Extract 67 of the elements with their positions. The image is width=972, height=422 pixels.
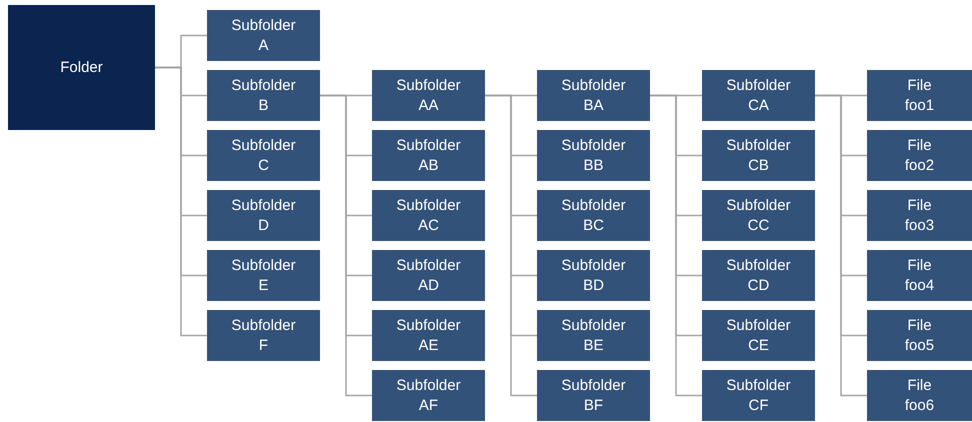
folder-box	[372, 250, 485, 301]
node-label: Subfolder BE	[561, 316, 626, 356]
node-label: Subfolder C	[231, 136, 296, 176]
node-label: Subfolder E	[231, 256, 296, 296]
node-label: Subfolder BC	[561, 196, 626, 236]
connector-line	[650, 94, 702, 396]
node-label: Folder	[60, 58, 103, 78]
folder-box	[702, 190, 815, 241]
node-label: Subfolder AD	[396, 256, 461, 296]
connector-line	[155, 66, 207, 336]
node-label: Subfolder A	[231, 16, 296, 56]
node-label: Subfolder AC	[396, 196, 461, 236]
node-label: Subfolder CB	[726, 136, 791, 176]
folder-box	[372, 370, 485, 421]
folder-box	[702, 310, 815, 361]
file-box	[867, 370, 972, 421]
node-label: Subfolder BF	[561, 376, 626, 416]
node-label: Subfolder CE	[726, 316, 791, 356]
folder-box	[207, 10, 320, 61]
node-label: Subfolder CF	[726, 376, 791, 416]
file-box	[867, 130, 972, 181]
folder-box	[537, 250, 650, 301]
folder-box	[207, 70, 320, 121]
folder-box	[537, 130, 650, 181]
folder-box	[372, 310, 485, 361]
node-label: Subfolder AA	[396, 76, 461, 116]
connector-line	[320, 94, 372, 396]
node-label: Subfolder AF	[396, 376, 461, 416]
node-label: File foo3	[904, 196, 934, 236]
node-label: Subfolder F	[231, 316, 296, 356]
connector-line	[485, 94, 537, 396]
node-label: Subfolder D	[231, 196, 296, 236]
node-label: Subfolder AB	[396, 136, 461, 176]
folder-box	[372, 190, 485, 241]
file-box	[867, 310, 972, 361]
folder-box	[372, 130, 485, 181]
node-label: File foo2	[904, 136, 934, 176]
folder-box	[702, 130, 815, 181]
node-label: Subfolder BA	[561, 76, 626, 116]
folder-box	[8, 5, 155, 130]
node-label: Subfolder AE	[396, 316, 461, 356]
node-label: Subfolder CC	[726, 196, 791, 236]
node-label: Subfolder BD	[561, 256, 626, 296]
node-label: File foo4	[904, 256, 934, 296]
file-box	[867, 70, 972, 121]
folder-box	[537, 70, 650, 121]
node-label: Subfolder B	[231, 76, 296, 116]
node-label: Subfolder CD	[726, 256, 791, 296]
folder-box	[372, 70, 485, 121]
folder-box	[207, 310, 320, 361]
folder-box	[207, 130, 320, 181]
folder-box	[702, 250, 815, 301]
folder-box	[537, 190, 650, 241]
node-label: Subfolder BB	[561, 136, 626, 176]
folder-box	[537, 310, 650, 361]
node-label: File foo5	[904, 316, 934, 356]
node-label: Subfolder CA	[726, 76, 791, 116]
file-box	[867, 190, 972, 241]
node-label: File foo6	[904, 376, 934, 416]
node-label: File foo1	[904, 76, 934, 116]
folder-box	[702, 370, 815, 421]
connector-line	[815, 94, 867, 396]
file-box	[867, 250, 972, 301]
folder-box	[537, 370, 650, 421]
folder-box	[207, 190, 320, 241]
folder-box	[702, 70, 815, 121]
folder-box	[207, 250, 320, 301]
